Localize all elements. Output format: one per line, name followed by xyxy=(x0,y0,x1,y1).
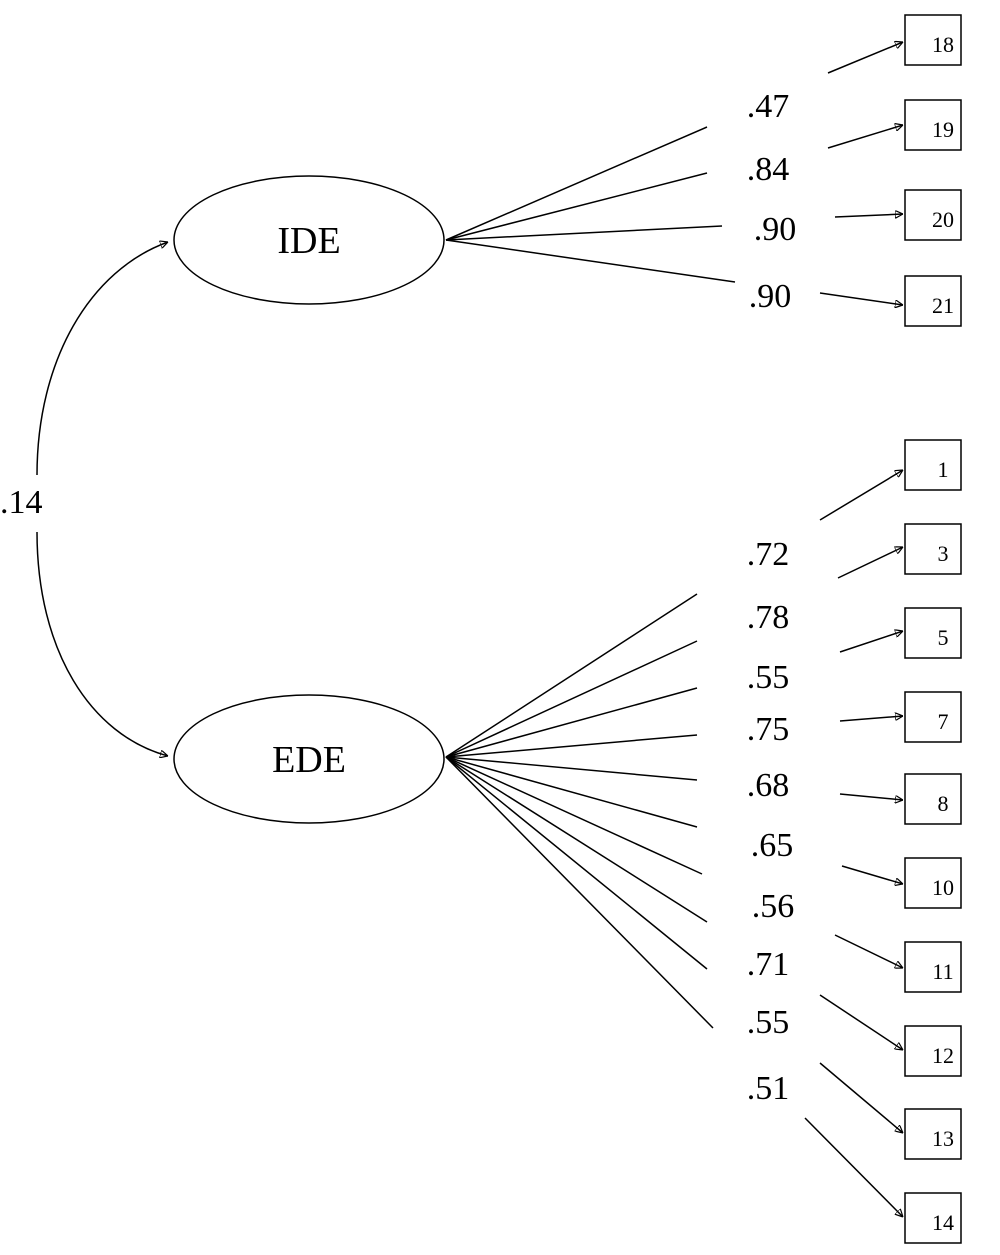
ede-loading-line xyxy=(445,756,714,1029)
ede-item-arrow xyxy=(841,865,903,884)
ide-item-label: 19 xyxy=(932,117,954,142)
correlation-label: .14 xyxy=(0,484,43,521)
ede-item-arrow xyxy=(819,470,903,521)
ede-item-box xyxy=(904,439,962,491)
ede-loading-line xyxy=(445,640,698,758)
ide-loading-line xyxy=(445,225,723,241)
ide-item-box xyxy=(904,14,962,66)
ede-loading-value: .78 xyxy=(747,599,790,636)
ede-loading-value: .68 xyxy=(747,767,790,804)
ede-loading-value: .65 xyxy=(751,827,794,864)
ede-loading-paths: .72 1 .78 3 .55 5 .75 7 .68 8 .65 10 .56 11 .71 12 .55 13… xyxy=(445,439,962,1244)
ede-item-label: 8 xyxy=(938,791,949,816)
ede-item-arrow xyxy=(834,934,903,968)
factor-ede-label: EDE xyxy=(272,739,346,781)
ede-item-label: 3 xyxy=(938,541,949,566)
factor-ide: IDE xyxy=(173,175,445,305)
ede-item-box xyxy=(904,941,962,993)
ede-item-box xyxy=(904,691,962,743)
ede-item-label: 7 xyxy=(938,709,949,734)
ede-item-label: 13 xyxy=(932,1126,954,1151)
ide-item-label: 18 xyxy=(932,32,954,57)
correlation-arc-upper xyxy=(36,242,168,476)
ede-item-label: 12 xyxy=(932,1043,954,1068)
ede-item-box xyxy=(904,1192,962,1244)
ede-item-box xyxy=(904,523,962,575)
ide-loading-paths: .47 18 .84 19 .90 20 .90 21 xyxy=(445,14,962,327)
ede-loading-line xyxy=(445,756,708,923)
ide-loading-value: .84 xyxy=(747,151,790,188)
ede-item-label: 11 xyxy=(932,959,953,984)
factor-ide-label: IDE xyxy=(277,220,340,262)
ede-item-box xyxy=(904,1025,962,1077)
ide-loading-value: .90 xyxy=(749,278,792,315)
ide-item-box xyxy=(904,189,962,241)
ede-loading-value: .75 xyxy=(747,711,790,748)
ede-loading-value: .55 xyxy=(747,1004,790,1041)
ede-item-box xyxy=(904,1108,962,1160)
ede-loading-value: .55 xyxy=(747,659,790,696)
ede-loading-value: .51 xyxy=(747,1070,790,1107)
ide-item-arrow xyxy=(827,42,903,74)
ide-loading-line xyxy=(445,126,708,241)
ede-loading-line xyxy=(445,687,698,758)
ede-loading-line xyxy=(445,756,698,828)
factor-ede-ellipse xyxy=(173,694,445,824)
ede-item-box xyxy=(904,607,962,659)
ede-item-arrow xyxy=(839,716,903,722)
ede-item-label: 14 xyxy=(932,1210,954,1235)
ede-item-label: 5 xyxy=(938,625,949,650)
ede-loading-value: .71 xyxy=(747,946,790,983)
ede-item-box xyxy=(904,773,962,825)
ede-item-box xyxy=(904,857,962,909)
ede-loading-value: .56 xyxy=(752,888,795,925)
ede-item-arrow xyxy=(837,547,903,579)
ide-item-arrow xyxy=(827,125,903,149)
ede-item-arrow xyxy=(804,1117,903,1217)
factor-ede: EDE xyxy=(173,694,445,824)
ede-item-label: 10 xyxy=(932,875,954,900)
ede-loading-line xyxy=(445,756,698,781)
ede-item-arrow xyxy=(839,631,903,653)
ede-loading-value: .72 xyxy=(747,536,790,573)
correlation-arc-lower xyxy=(36,531,168,756)
ide-loading-value: .47 xyxy=(747,88,790,125)
ide-loading-line xyxy=(445,239,736,283)
ede-loading-line xyxy=(445,734,698,758)
ide-loading-value: .90 xyxy=(754,211,797,248)
ede-item-arrow xyxy=(819,1062,903,1133)
ide-item-label: 21 xyxy=(932,293,954,318)
ede-loading-line xyxy=(445,756,708,970)
ide-item-box xyxy=(904,99,962,151)
ide-loading-line xyxy=(445,172,708,241)
factor-ide-ellipse xyxy=(173,175,445,305)
ede-item-label: 1 xyxy=(938,457,949,482)
ede-item-arrow xyxy=(839,793,903,800)
ide-item-label: 20 xyxy=(932,207,954,232)
ede-loading-line xyxy=(445,593,698,758)
ide-item-arrow xyxy=(834,214,903,217)
ide-item-box xyxy=(904,275,962,327)
ede-loading-line xyxy=(445,756,703,875)
ide-item-arrow xyxy=(819,292,903,305)
ede-item-arrow xyxy=(819,994,903,1050)
